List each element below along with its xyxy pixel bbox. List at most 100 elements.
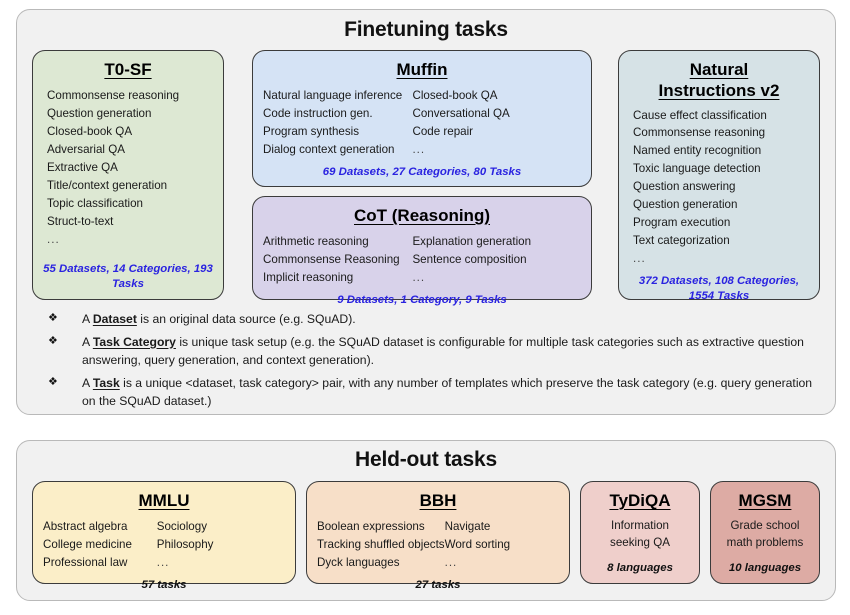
definition-prefix: A	[82, 375, 93, 390]
task-list-cot: Arithmetic reasoning Commonsense Reasoni…	[263, 233, 581, 287]
definition-row-task-category: ❖ A Task Category is unique task setup (…	[48, 333, 828, 370]
definition-suffix: is a unique <dataset, task category> pai…	[82, 375, 813, 409]
card-stats-mmlu: 57 tasks	[141, 579, 187, 592]
list-item-ellipsis: ...	[412, 271, 426, 285]
card-title-bbh: BBH	[419, 491, 457, 510]
definition-term: Task	[92, 375, 120, 390]
list-item: Dialog context generation	[263, 143, 395, 157]
list-item: Closed-book QA	[47, 125, 133, 139]
list-item: Information	[611, 519, 669, 533]
definition-suffix: is an original data source (e.g. SQuAD).	[136, 312, 356, 326]
finetuning-panel-title: Finetuning tasks	[344, 18, 508, 41]
list-item: Struct-to-text	[47, 215, 114, 229]
heldout-panel-title: Held-out tasks	[355, 448, 497, 471]
list-item: Philosophy	[156, 538, 214, 552]
definition-text-dataset: A Dataset is an original data source (e.…	[82, 310, 828, 329]
card-title-muffin: Muffin	[396, 60, 448, 79]
card-title-cot: CoT (Reasoning)	[354, 206, 490, 225]
dataset-card-muffin: Muffin Natural language inference Code i…	[252, 50, 592, 187]
list-item: Code instruction gen.	[263, 107, 373, 121]
card-stats-t0sf: 55 Datasets, 14 Categories, 193 Tasks	[43, 263, 213, 291]
card-stats-mgsm: 10 languages	[728, 562, 802, 575]
definition-term: Dataset	[92, 312, 137, 326]
dataset-card-bbh: BBH Boolean expressions Tracking shuffle…	[306, 481, 570, 591]
definition-row-dataset: ❖ A Dataset is an original data source (…	[48, 310, 828, 329]
list-item: Sociology	[156, 520, 208, 534]
list-item: Commonsense Reasoning	[263, 253, 400, 267]
diamond-bullet-icon: ❖	[48, 312, 58, 324]
list-item: Grade school	[730, 519, 800, 533]
list-item: Sentence composition	[412, 253, 527, 267]
list-item: Adversarial QA	[47, 143, 125, 157]
dataset-card-mgsm: MGSM Grade school math problems 10 langu…	[710, 481, 820, 584]
list-item: Question generation	[633, 198, 738, 212]
task-list-natural-instructions-v2: Cause effect classification Commonsense …	[629, 107, 809, 269]
list-item: Boolean expressions	[317, 520, 425, 534]
list-item: Title/context generation	[47, 179, 168, 193]
list-item: Cause effect classification	[633, 108, 767, 122]
list-item: Word sorting	[444, 538, 511, 552]
card-stats-muffin: 69 Datasets, 27 Categories, 80 Tasks	[322, 166, 522, 179]
definition-term: Task Category	[92, 334, 176, 349]
list-item: Closed-book QA	[412, 89, 498, 103]
list-item: Commonsense reasoning	[47, 89, 180, 103]
list-item: seeking QA	[610, 536, 670, 550]
card-title-natural-instructions-v2: Natural Instructions v2	[629, 59, 809, 102]
dataset-card-mmlu: MMLU Abstract algebra College medicine P…	[32, 481, 296, 591]
list-item: Navigate	[444, 520, 491, 534]
definition-text-task-category: A Task Category is unique task setup (e.…	[82, 333, 828, 370]
list-item-ellipsis: ...	[412, 143, 426, 157]
task-column-right: Closed-book QA Conversational QA Code re…	[412, 87, 581, 159]
card-stats-tydiqa: 8 languages	[607, 562, 673, 575]
list-item: Code repair	[412, 125, 474, 139]
list-item: Toxic language detection	[633, 162, 761, 176]
list-item: Named entity recognition	[633, 144, 762, 158]
list-item: Implicit reasoning	[263, 271, 354, 285]
list-item: Tracking shuffled objects	[317, 538, 445, 552]
list-item: math problems	[726, 536, 804, 550]
dataset-card-natural-instructions-v2: Natural Instructions v2 Cause effect cla…	[618, 50, 820, 302]
list-item: Dyck languages	[317, 556, 400, 570]
list-item: Extractive QA	[47, 161, 118, 175]
list-item: Program execution	[633, 216, 731, 230]
diamond-bullet-icon: ❖	[48, 334, 58, 347]
list-item: Professional law	[43, 556, 128, 570]
definitions-list: ❖ A Dataset is an original data source (…	[48, 310, 828, 415]
task-column-left: Boolean expressions Tracking shuffled ob…	[317, 518, 445, 572]
card-stats-natural-instructions-v2: 372 Datasets, 108 Categories, 1554 Tasks	[638, 275, 800, 303]
list-item: Program synthesis	[263, 125, 360, 139]
dataset-card-tydiqa: TyDiQA Information seeking QA 8 language…	[580, 481, 700, 584]
task-list-tydiqa: Information seeking QA	[591, 518, 689, 552]
definition-row-task: ❖ A Task is a unique <dataset, task cate…	[48, 374, 828, 411]
definition-prefix: A	[82, 334, 93, 349]
list-item: Abstract algebra	[43, 520, 128, 534]
card-title-line-1: Natural	[689, 60, 749, 79]
list-item-ellipsis: ...	[444, 556, 458, 570]
card-title-mgsm: MGSM	[738, 491, 792, 510]
definition-prefix: A	[82, 312, 93, 326]
list-item: Arithmetic reasoning	[263, 235, 369, 249]
list-item: Question answering	[633, 180, 736, 194]
task-column-right: Explanation generation Sentence composit…	[412, 233, 581, 287]
task-list-t0sf: Commonsense reasoning Question generatio…	[43, 87, 213, 249]
task-list-bbh: Boolean expressions Tracking shuffled ob…	[317, 518, 559, 572]
task-list-mgsm: Grade school math problems	[721, 518, 809, 552]
card-title-tydiqa: TyDiQA	[609, 491, 671, 510]
card-stats-bbh: 27 tasks	[415, 579, 461, 592]
list-item-ellipsis: ...	[633, 252, 646, 266]
dataset-card-t0sf: T0-SF Commonsense reasoning Question gen…	[32, 50, 224, 300]
task-column-right: Sociology Philosophy ...	[157, 518, 285, 572]
list-item: Explanation generation	[412, 235, 532, 249]
card-title-mmlu: MMLU	[138, 491, 190, 510]
list-item: Topic classification	[47, 197, 144, 211]
task-column-left: Natural language inference Code instruct…	[263, 87, 412, 159]
task-column-right: Navigate Word sorting ...	[445, 518, 559, 572]
list-item-ellipsis: ...	[156, 556, 170, 570]
list-item: Commonsense reasoning	[633, 126, 766, 140]
definition-suffix: is unique task setup (e.g. the SQuAD dat…	[82, 334, 804, 368]
list-item: Text categorization	[633, 234, 730, 248]
task-list-mmlu: Abstract algebra College medicine Profes…	[43, 518, 285, 572]
list-item: Question generation	[47, 107, 152, 121]
dataset-card-cot: CoT (Reasoning) Arithmetic reasoning Com…	[252, 196, 592, 306]
